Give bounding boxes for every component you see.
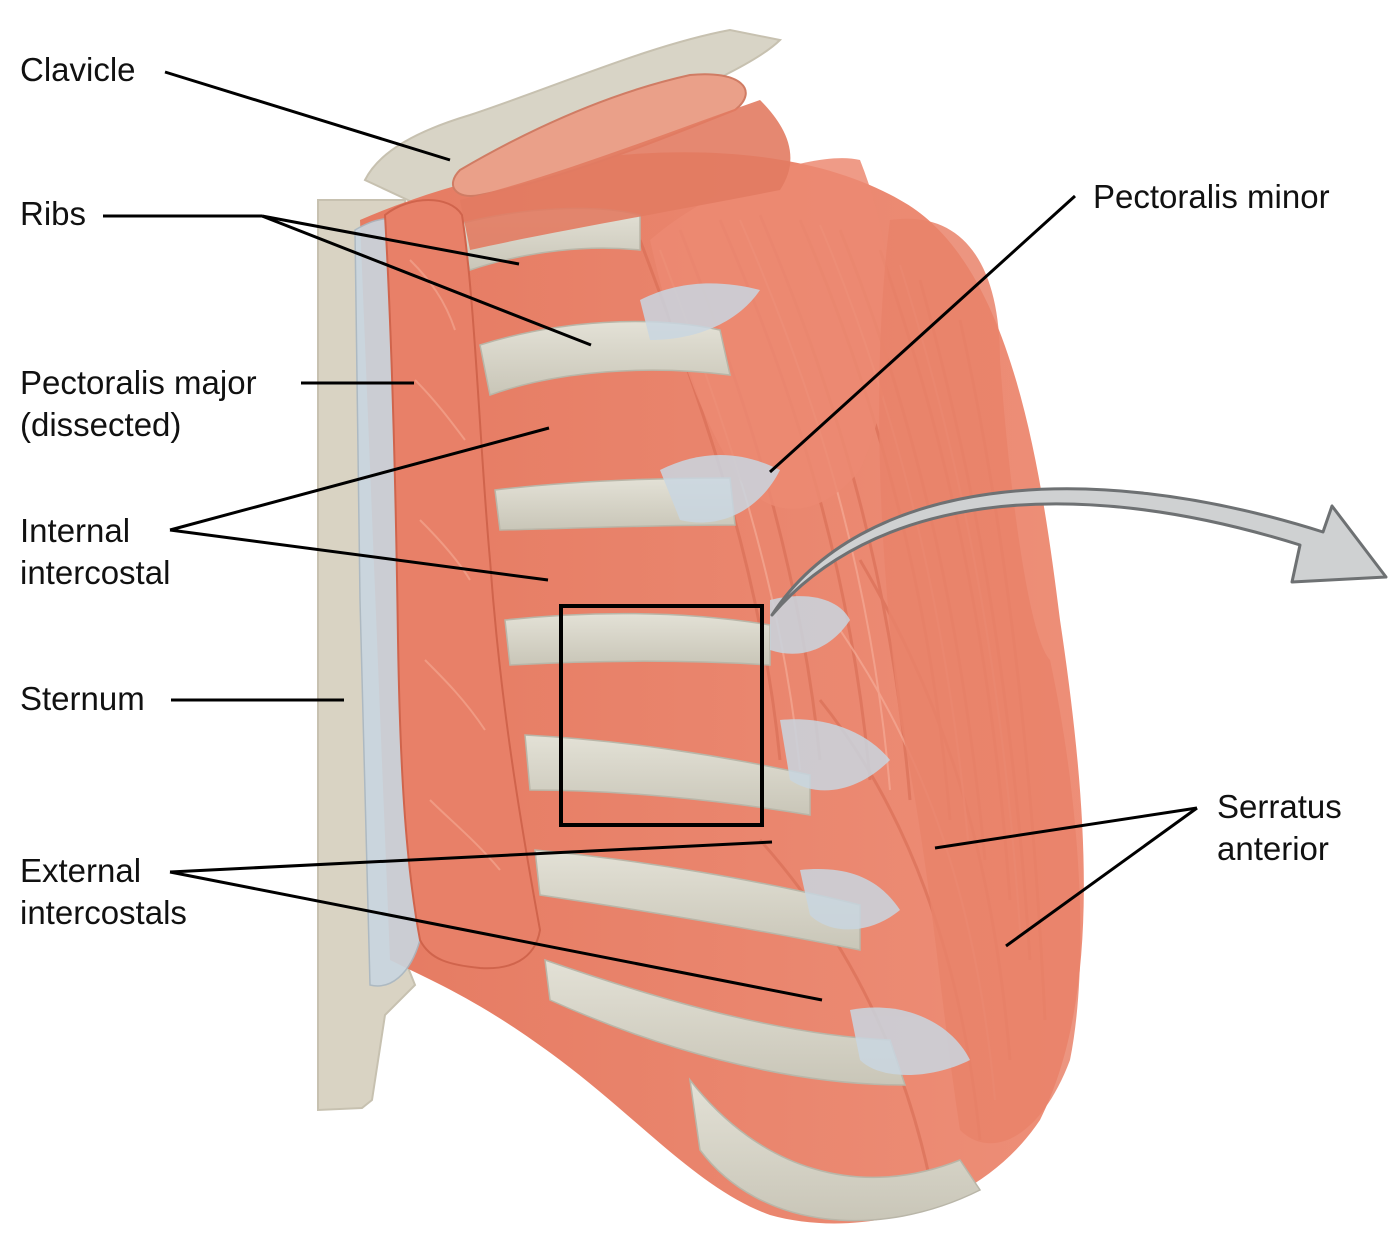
label-clavicle: Clavicle — [20, 51, 136, 88]
label-external-intercostals-line2: intercostals — [20, 894, 187, 931]
label-pectoralis-major-note: (dissected) — [20, 406, 182, 443]
leader-clavicle — [164, 70, 451, 162]
leader-ribs-upper — [261, 214, 520, 266]
pectoralis-major-dissected — [383, 199, 542, 970]
leader-serratus-lower — [1005, 806, 1198, 948]
label-ribs: Ribs — [20, 195, 87, 232]
subclavius-muscle — [460, 100, 791, 250]
label-internal-intercostal-line1: Internal — [20, 512, 131, 549]
label-sternum: Sternum — [20, 680, 145, 717]
label-pectoralis-minor: Pectoralis minor — [1093, 178, 1330, 215]
rib-set — [454, 207, 982, 1222]
inset-frame — [559, 604, 764, 827]
label-external-intercostals-line1: External — [20, 852, 142, 889]
label-serratus-anterior-line2: anterior — [1217, 830, 1329, 867]
leader-serratus-upper — [934, 806, 1198, 850]
pectoralis-major-texture — [409, 259, 501, 871]
leader-external-upper — [169, 840, 773, 874]
label-internal-intercostal-line2: intercostal — [20, 554, 171, 591]
leader-ribs-lower — [261, 214, 592, 347]
leader-lines — [103, 70, 1198, 1002]
serratus-anterior-lobe — [879, 218, 1081, 1144]
label-serratus-anterior-line1: Serratus — [1217, 788, 1342, 825]
leader-internal-upper — [169, 426, 550, 532]
leader-internal-lower — [169, 528, 549, 582]
tendon-patches — [640, 283, 970, 1075]
leader-external-lower — [169, 870, 823, 1002]
label-pectoralis-major: Pectoralis major — [20, 364, 257, 401]
pectoralis-minor-muscle — [650, 158, 890, 509]
leader-pectoralis-minor — [768, 194, 1077, 474]
curved-arrow-right-icon — [770, 487, 1388, 617]
